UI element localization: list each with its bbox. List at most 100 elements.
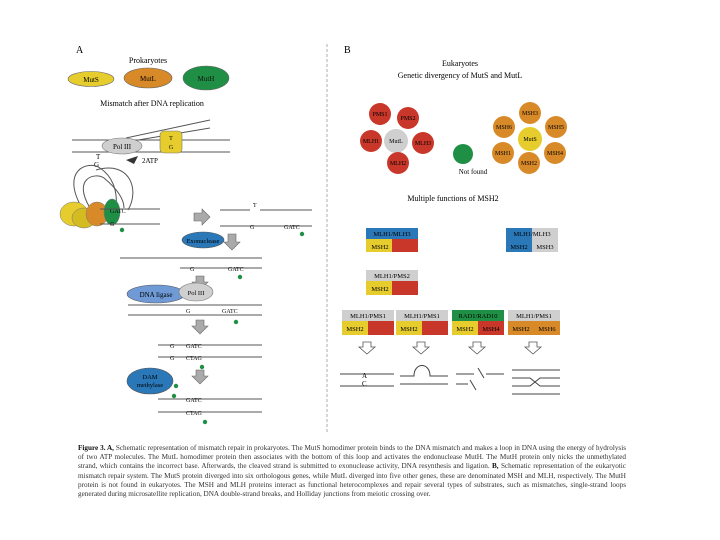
loop-bottom-g: G	[110, 222, 115, 228]
lig-g: G	[186, 309, 191, 315]
svg-text:MSH6: MSH6	[538, 326, 556, 333]
panel-b-subtitle: Genetic divergency of MutS and MutL	[398, 71, 523, 80]
svg-text:MutL: MutL	[140, 75, 156, 83]
dam-methylase: DAM methylase	[126, 367, 174, 395]
mismatch-t: T	[169, 136, 173, 142]
complex-mlh1-pms2: MLH1/PMS2 MSH2	[366, 270, 418, 295]
final-ctag: CTAG	[186, 411, 203, 417]
step-arrow-down-4	[191, 369, 209, 385]
svg-text:PMS1: PMS1	[372, 112, 387, 118]
methyl-dot-6	[173, 383, 179, 389]
rep-gatc: GATC	[186, 344, 202, 350]
mutS-cluster: MSH3 MSH6 MutS MSH5 MSH1 MSH2 MSH4	[492, 102, 567, 174]
caption-label-b: B,	[492, 462, 499, 471]
svg-text:Pol III: Pol III	[188, 290, 205, 297]
substrate-a: A	[362, 372, 367, 380]
lig-gatc: GATC	[222, 309, 238, 315]
svg-text:DAM: DAM	[142, 374, 157, 381]
nick-g: G	[250, 225, 255, 231]
nick-gatc: GATC	[284, 225, 300, 231]
panel-a-title: Prokaryotes	[129, 56, 167, 65]
loop-g: G	[94, 161, 99, 169]
methyl-dot-7	[171, 393, 177, 399]
svg-text:MSH2: MSH2	[371, 286, 388, 293]
substrate-dsb	[456, 367, 504, 391]
rep-ctag: CTAG	[186, 356, 203, 362]
rep-g: G	[170, 356, 175, 362]
svg-text:MSH5: MSH5	[548, 125, 564, 131]
step-arrow-right	[193, 208, 211, 226]
svg-text:MSH4: MSH4	[547, 151, 563, 157]
mismatch-g: G	[169, 145, 174, 151]
exo-g: G	[190, 267, 195, 273]
mutS-loop-complex	[59, 198, 121, 229]
svg-text:MSH2: MSH2	[346, 326, 363, 333]
svg-text:MLH1/PMS1: MLH1/PMS1	[350, 313, 386, 320]
svg-text:MLH1/MLH3: MLH1/MLH3	[373, 231, 410, 238]
methyl-dot-4	[233, 319, 239, 325]
svg-text:MSH1: MSH1	[495, 151, 511, 157]
methyl-dot-5	[199, 364, 205, 370]
svg-text:MSH2: MSH2	[510, 244, 527, 251]
svg-text:MutL: MutL	[389, 139, 403, 145]
svg-text:RAD1/RAD10: RAD1/RAD10	[458, 313, 497, 320]
complex-msh2-msh3: MLH1/MLH3 MSH2 MSH3	[506, 228, 558, 252]
svg-text:Pol III: Pol III	[113, 143, 132, 151]
atp-arrow	[126, 156, 138, 164]
panel-b-letter: B	[344, 45, 351, 56]
loop-gatc: GATC	[110, 209, 126, 215]
mutH-protein: MutH	[182, 65, 230, 91]
panel-a-letter: A	[76, 45, 84, 56]
methyl-dot-2	[299, 231, 305, 237]
caption-text-a: Schematic representation of mismatch rep…	[78, 444, 626, 471]
figure-caption: Figure 3. A, Schematic representation of…	[78, 444, 626, 499]
methyl-dot-8	[202, 419, 208, 425]
rep-c: G	[170, 344, 175, 350]
loop-t: T	[96, 153, 101, 161]
svg-text:MutH: MutH	[198, 75, 215, 83]
svg-text:MSH2: MSH2	[521, 161, 537, 167]
methyl-dot	[119, 227, 125, 233]
exonuclease: Exonuclease	[181, 231, 225, 249]
svg-text:MutS: MutS	[83, 76, 99, 84]
step-arrow-down-1	[223, 233, 241, 251]
pol-iii-1: Pol III	[101, 137, 143, 155]
replication-step	[72, 119, 230, 153]
panel-a-subtitle: Mismatch after DNA replication	[100, 99, 204, 108]
svg-text:MLH1/PMS1: MLH1/PMS1	[516, 313, 552, 320]
svg-text:MSH4: MSH4	[482, 326, 500, 333]
svg-text:MLH1: MLH1	[363, 139, 379, 145]
exo-gatc: GATC	[228, 267, 244, 273]
svg-text:MLH3: MLH3	[415, 141, 431, 147]
svg-text:MLH2: MLH2	[390, 161, 406, 167]
svg-text:PMS2: PMS2	[400, 116, 415, 122]
substrate-mismatch	[340, 373, 394, 387]
pol-iii-2: Pol III	[178, 282, 214, 302]
svg-text:MLH1/PMS2: MLH1/PMS2	[374, 273, 410, 280]
mutL-protein: MutL	[123, 67, 173, 89]
svg-text:MSH3: MSH3	[536, 244, 553, 251]
mutH-missing	[453, 144, 473, 164]
nicked-dna	[220, 209, 312, 227]
complex-mlh1-mlh3: MLH1/MLH3 MSH2	[366, 228, 418, 252]
panel-b-title: Eukaryotes	[442, 59, 478, 68]
substrate-holliday	[512, 369, 560, 395]
svg-text:MSH2: MSH2	[400, 326, 417, 333]
mutS-protein: MutS	[67, 71, 115, 87]
atp-label: 2ATP	[142, 157, 158, 165]
dna-loop	[73, 164, 134, 211]
complex-row: MLH1/PMS1 MSH2 MLH1/PMS1 MSH2 RAD1/RAD10…	[342, 310, 560, 335]
substrate-arrows	[357, 341, 543, 355]
svg-text:MutS: MutS	[523, 137, 536, 143]
svg-text:MSH6: MSH6	[496, 125, 512, 131]
multiple-functions-label: Multiple functions of MSH2	[407, 194, 498, 203]
svg-text:MSH2: MSH2	[512, 326, 529, 333]
substrate-c: C	[362, 380, 367, 388]
final-gatc: GATC	[186, 398, 202, 404]
svg-text:MSH3: MSH3	[522, 111, 538, 117]
svg-text:MSH2: MSH2	[371, 244, 388, 251]
methyl-dot-3	[237, 274, 243, 280]
svg-text:MSH2: MSH2	[456, 326, 473, 333]
caption-text-b: Schematic representation of the eukaryot…	[78, 462, 626, 499]
mismatch-box	[159, 130, 183, 154]
